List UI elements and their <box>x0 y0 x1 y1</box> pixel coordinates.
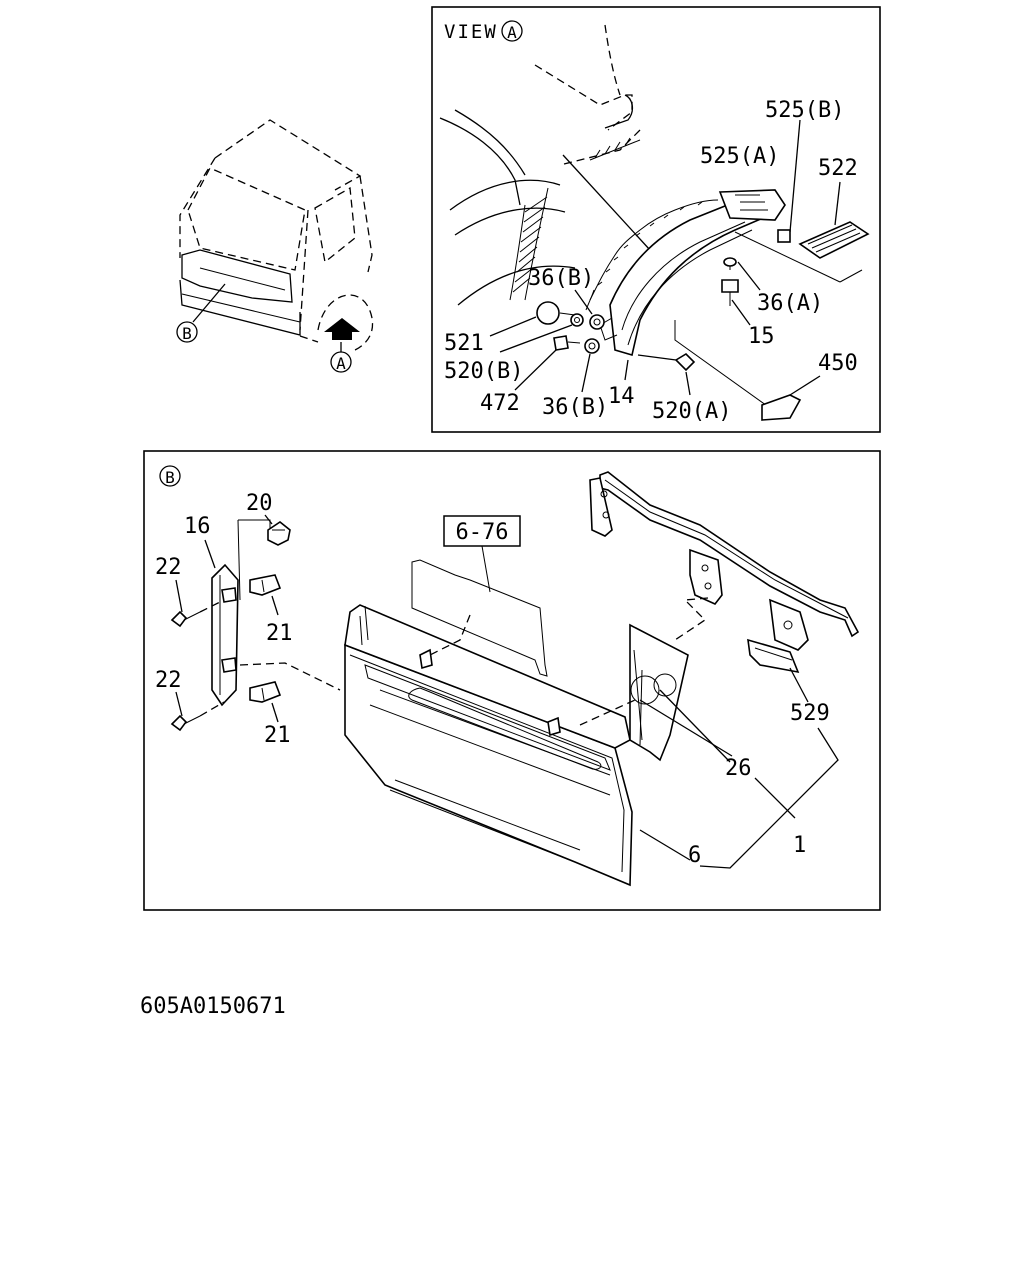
label-529: 529 <box>790 701 830 726</box>
label-520b: 520(B) <box>444 359 523 384</box>
boxed-ref-6-76: 6-76 <box>456 520 509 545</box>
label-21-bottom: 21 <box>264 723 291 748</box>
label-1: 1 <box>793 833 806 858</box>
label-36b-top: 36(B) <box>528 266 594 291</box>
view-a-panel: VIEW A <box>431 6 881 433</box>
label-520a: 520(A) <box>652 399 731 424</box>
label-36a: 36(A) <box>757 291 823 316</box>
view-a-marker: A <box>507 23 517 42</box>
view-b-marker: B <box>165 468 175 487</box>
label-472: 472 <box>480 391 520 416</box>
label-450: 450 <box>818 351 858 376</box>
truck-marker-a: A <box>336 354 346 373</box>
truck-cab-overview: B A <box>176 119 374 373</box>
label-22-top: 22 <box>155 555 182 580</box>
label-522: 522 <box>818 156 858 181</box>
label-20: 20 <box>246 491 273 516</box>
label-15: 15 <box>748 324 775 349</box>
label-21-top: 21 <box>266 621 293 646</box>
diagram-code: 605A0150671 <box>140 994 286 1019</box>
label-525a: 525(A) <box>700 144 779 169</box>
truck-marker-b: B <box>182 324 192 343</box>
label-525b: 525(B) <box>765 98 844 123</box>
label-26: 26 <box>725 756 752 781</box>
label-521: 521 <box>444 331 484 356</box>
view-a-title: VIEW <box>444 21 498 43</box>
label-36b-bottom: 36(B) <box>542 395 608 420</box>
label-22-bottom: 22 <box>155 668 182 693</box>
label-16: 16 <box>184 514 211 539</box>
label-6: 6 <box>688 843 701 868</box>
label-14: 14 <box>608 384 635 409</box>
view-b-panel: B 6-76 <box>143 450 881 911</box>
